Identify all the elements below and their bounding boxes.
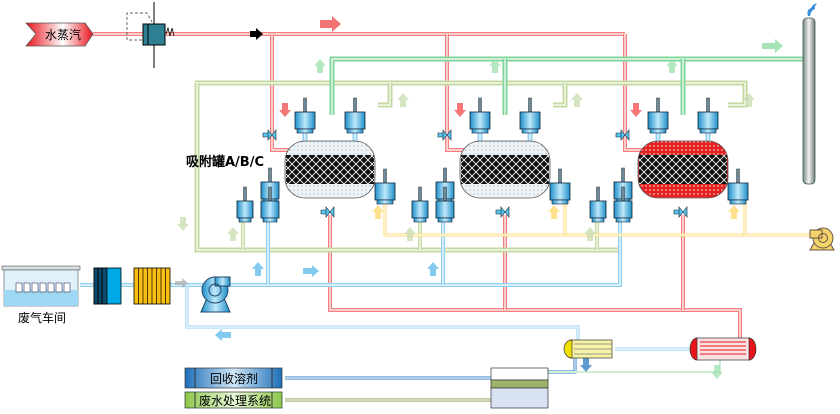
pneumatic-valve[interactable] xyxy=(236,186,254,223)
manual-valve-icon[interactable] xyxy=(262,129,277,141)
air-pipe-highlight xyxy=(553,83,566,106)
solvent-pipe-highlight xyxy=(548,358,576,373)
pneumatic-valve[interactable] xyxy=(647,97,669,134)
gas-flow-arrow-icon xyxy=(215,329,231,341)
return-flow-arrow-icon xyxy=(372,205,384,219)
pneumatic-valve[interactable] xyxy=(589,186,607,223)
manual-valve-icon[interactable] xyxy=(673,206,688,218)
return-flow-arrow-icon xyxy=(728,205,740,219)
exhaust-flow-arrow-icon xyxy=(314,59,326,73)
pneumatic-valve[interactable] xyxy=(374,168,396,205)
bag-filter xyxy=(133,267,171,305)
gas-flow-arrow-icon xyxy=(252,262,264,276)
pipe-network xyxy=(80,32,810,402)
manual-valve-icon[interactable] xyxy=(320,206,335,218)
flow-arrow-icon xyxy=(250,28,263,40)
pneumatic-valve[interactable] xyxy=(549,168,571,205)
gas-flow-arrow-icon xyxy=(303,265,319,277)
workshop-building: 废气车间 xyxy=(1,265,81,325)
adsorber-tank-B[interactable] xyxy=(411,97,571,223)
flow-arrow-icon xyxy=(580,358,592,372)
steam-flow-arrow-icon xyxy=(454,103,466,117)
solvent-pipe xyxy=(548,358,577,374)
pre-filter xyxy=(93,267,122,305)
steam-flow-arrow-icon xyxy=(630,103,642,117)
return-flow-arrow-icon xyxy=(548,205,560,219)
air-flow-arrow-icon xyxy=(397,93,409,107)
adsorber-tanks xyxy=(236,97,749,223)
pneumatic-valve[interactable] xyxy=(294,97,316,134)
steam-flow-arrow-icon xyxy=(320,16,341,32)
exhaust-pipe-highlight xyxy=(331,58,805,115)
workshop-label: 废气车间 xyxy=(18,310,66,325)
air-pipe-highlight xyxy=(378,83,391,106)
pneumatic-valve[interactable] xyxy=(519,97,541,134)
steam-control-valve[interactable] xyxy=(126,2,175,68)
air-flow-arrow-icon xyxy=(571,93,583,107)
air-flow-arrow-icon xyxy=(177,217,189,231)
pneumatic-valve[interactable] xyxy=(411,186,429,223)
pneumatic-valve[interactable] xyxy=(435,186,455,223)
exhaust-flow-arrow-icon xyxy=(762,39,783,53)
pneumatic-valve[interactable] xyxy=(260,186,280,223)
steam-inlet: 水蒸汽 xyxy=(25,22,94,47)
separator-tank xyxy=(490,367,549,409)
air-pipe xyxy=(553,83,568,108)
gas-pipe-highlight xyxy=(186,285,579,340)
heat-exchanger xyxy=(689,337,757,361)
air-pipe xyxy=(378,83,393,108)
pneumatic-valve[interactable] xyxy=(727,168,749,205)
air-pipe-highlight xyxy=(195,82,746,105)
recovered-solvent-box[interactable]: 回收溶剂 xyxy=(184,367,283,389)
steam-label: 水蒸汽 xyxy=(45,27,81,42)
exhaust-stack xyxy=(802,3,817,185)
air-pipe xyxy=(728,83,748,108)
air-pipe xyxy=(195,80,748,105)
adsorber-tank-C[interactable] xyxy=(589,97,749,223)
condensate-pipe-highlight xyxy=(329,215,741,340)
air-flow-arrow-icon xyxy=(404,227,416,241)
exhaust-flow-arrow-icon xyxy=(666,59,678,73)
pneumatic-valve[interactable] xyxy=(697,97,719,134)
pneumatic-valve[interactable] xyxy=(613,186,633,223)
wastewater-system-box[interactable]: 废水处理系统 xyxy=(184,391,283,409)
wastewater-label: 废水处理系统 xyxy=(199,393,271,408)
air-pipe-highlight xyxy=(196,83,620,251)
recovered-solvent-label: 回收溶剂 xyxy=(210,371,258,386)
air-flow-arrow-icon xyxy=(743,93,755,107)
adsorber-tank-A[interactable] xyxy=(236,97,396,223)
air-flow-arrow-icon xyxy=(584,227,596,241)
flow-arrow-icon xyxy=(175,278,188,288)
air-pipe-highlight xyxy=(728,83,746,106)
return-fan[interactable] xyxy=(809,227,835,251)
exhaust-flow-arrow-icon xyxy=(489,59,501,73)
manual-valve-icon[interactable] xyxy=(437,129,452,141)
gas-pipe-highlight xyxy=(228,215,621,286)
manual-valve-icon[interactable] xyxy=(495,206,510,218)
air-flow-arrow-icon xyxy=(227,227,239,241)
gas-pipe xyxy=(185,285,580,340)
pneumatic-valve[interactable] xyxy=(344,97,366,134)
pneumatic-valve[interactable] xyxy=(469,97,491,134)
adsorber-label: 吸附罐A/B/C xyxy=(186,154,264,170)
condenser xyxy=(563,339,613,359)
gas-flow-arrow-icon xyxy=(427,262,439,276)
main-fan[interactable] xyxy=(200,276,231,313)
flow-arrow-icon xyxy=(711,365,723,379)
steam-flow-arrow-icon xyxy=(279,103,291,117)
manual-valve-icon[interactable] xyxy=(615,129,630,141)
